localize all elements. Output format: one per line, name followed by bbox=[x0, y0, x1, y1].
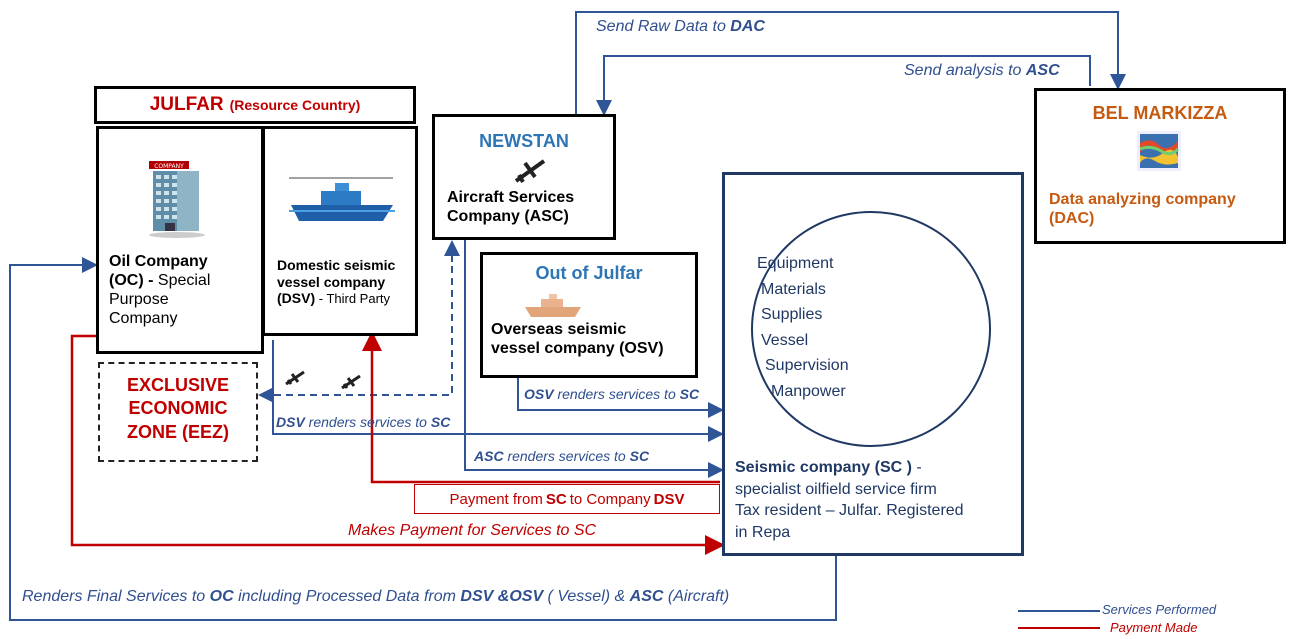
dsv-services-connector bbox=[272, 340, 724, 442]
send-raw-data-connector bbox=[575, 11, 1126, 114]
newstan-title: NEWSTAN bbox=[479, 131, 569, 151]
dsv-label: Domestic seismic vessel company (DSV) - … bbox=[277, 257, 396, 307]
seismic-company-label: Seismic company (SC ) - specialist oilfi… bbox=[735, 459, 964, 541]
send-analysis-label: Send analysis to ASC bbox=[904, 62, 1060, 79]
ship-icon bbox=[287, 175, 397, 225]
osv-services-connector bbox=[517, 378, 724, 418]
send-analysis-connector bbox=[596, 55, 1091, 116]
payment-sc-dsv-connector bbox=[362, 331, 720, 484]
final-services-connector bbox=[9, 257, 837, 621]
osv-box: Out of Julfar Overseas seismic vessel co… bbox=[480, 252, 698, 378]
asc-services-label: ASC renders services to SC bbox=[474, 448, 650, 464]
company-building-icon: COMPANY bbox=[147, 159, 209, 239]
oil-company-label: Oil Company (OC) - Special Purpose Compa… bbox=[109, 253, 211, 327]
eez-box: EXCLUSIVE ECONOMIC ZONE (EEZ) bbox=[98, 362, 258, 462]
bel-markizza-box: BEL MARKIZZA Data analyzing company (DAC… bbox=[1034, 88, 1286, 244]
osv-services-label: OSV renders services to SC bbox=[524, 386, 700, 402]
payment-sc-dsv-box: Payment from SC to Company DSV bbox=[414, 484, 720, 514]
services-list: Equipment Materials Supplies Vessel Supe… bbox=[757, 255, 849, 400]
asc-eez-dashed-connector bbox=[258, 242, 453, 403]
julfar-title: JULFAR bbox=[149, 94, 224, 115]
oil-company-box: COMPANY Oil Company (OC) - Special Purpo… bbox=[96, 126, 264, 354]
aircraft-icon bbox=[284, 368, 306, 388]
aircraft-icon bbox=[513, 155, 547, 185]
julfar-subtitle: (Resource Country) bbox=[229, 97, 361, 113]
julfar-banner: JULFAR (Resource Country) bbox=[94, 86, 416, 124]
final-services-label: Renders Final Services to OC including P… bbox=[22, 588, 730, 605]
out-of-julfar-title: Out of Julfar bbox=[535, 263, 643, 283]
makes-payment-connector bbox=[70, 334, 725, 555]
eez-label: EXCLUSIVE ECONOMIC ZONE (EEZ) bbox=[126, 375, 230, 442]
dac-label: Data analyzing company (DAC) bbox=[1049, 191, 1236, 227]
seismic-data-icon bbox=[1137, 131, 1181, 171]
ship-icon bbox=[523, 291, 583, 319]
company-logo-text: COMPANY bbox=[154, 163, 184, 170]
dsv-services-label: DSV renders services to SC bbox=[276, 414, 451, 430]
seismic-company-box: Equipment Materials Supplies Vessel Supe… bbox=[722, 172, 1024, 556]
osv-label: Overseas seismic vessel company (OSV) bbox=[491, 321, 664, 357]
send-raw-data-label: Send Raw Data to DAC bbox=[596, 18, 765, 35]
makes-payment-label: Makes Payment for Services to SC bbox=[348, 522, 597, 539]
dsv-box: Domestic seismic vessel company (DSV) - … bbox=[262, 126, 418, 336]
legend-payment-label: Payment Made bbox=[1110, 620, 1198, 635]
services-circle bbox=[751, 211, 991, 447]
aircraft-icon bbox=[340, 372, 362, 392]
asc-services-connector bbox=[464, 238, 724, 478]
bel-markizza-title: BEL MARKIZZA bbox=[1092, 103, 1228, 123]
newstan-label: Aircraft Services Company (ASC) bbox=[447, 189, 575, 225]
newstan-box: NEWSTAN Aircraft Services Company (ASC) bbox=[432, 114, 616, 240]
legend-services-label: Services Performed bbox=[1102, 602, 1217, 617]
